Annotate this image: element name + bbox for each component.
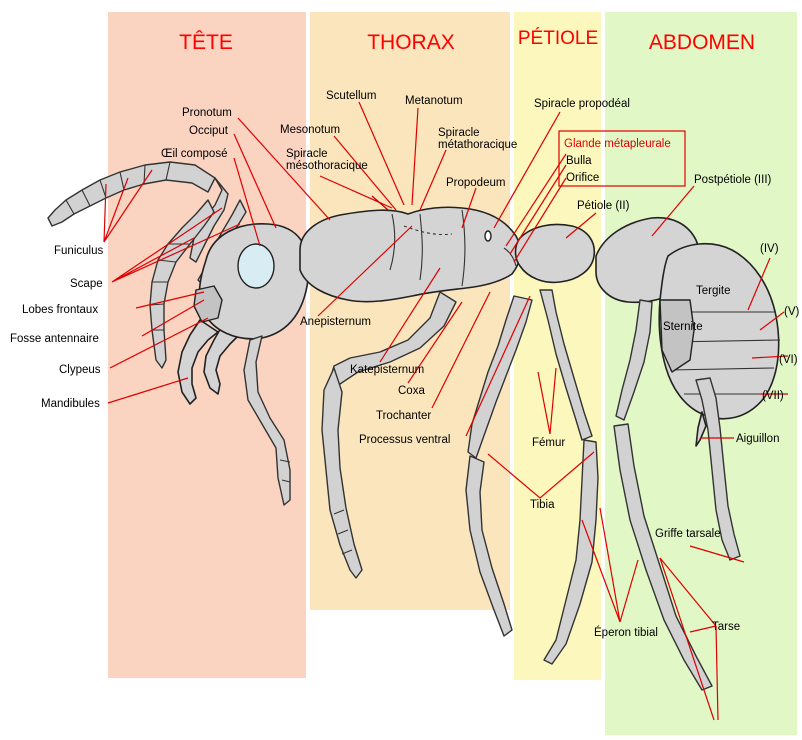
label-spiracle-meta-2: métathoracique	[438, 139, 517, 151]
label-vi: (VI)	[779, 354, 798, 366]
label-anepisternum: Anepisternum	[300, 316, 371, 328]
header-abdomen: ABDOMEN	[649, 31, 755, 54]
label-processus: Processus ventral	[359, 434, 450, 446]
label-spiracle-meso-2: mésothoracique	[286, 160, 368, 172]
label-eperon: Éperon tibial	[594, 626, 658, 639]
compound-eye	[238, 244, 274, 288]
label-vii: (VII)	[762, 390, 784, 402]
label-pronotum: Pronotum	[182, 107, 232, 119]
label-petiole-ii: Pétiole (II)	[577, 200, 630, 212]
label-sternite: Sternite	[663, 321, 703, 333]
label-trochanter: Trochanter	[376, 410, 431, 422]
label-scape: Scape	[70, 278, 103, 290]
label-scutellum: Scutellum	[326, 90, 377, 102]
header-thorax: THORAX	[367, 31, 455, 54]
label-clypeus: Clypeus	[59, 364, 101, 376]
label-bulla: Bulla	[566, 155, 592, 167]
label-oeil: Œil composé	[161, 148, 227, 160]
label-spiracle-meso-1: Spiracle	[286, 148, 328, 160]
label-tergite: Tergite	[696, 285, 731, 297]
label-spiracle-propodeal: Spiracle propodéal	[534, 98, 630, 110]
label-katepisternum: Katepisternum	[350, 364, 424, 376]
label-glande: Glande métapleurale	[564, 138, 671, 150]
label-griffe: Griffe tarsale	[655, 528, 721, 540]
label-funiculus: Funiculus	[54, 245, 103, 257]
header-tete: TÊTE	[179, 31, 233, 54]
label-mandibules: Mandibules	[41, 398, 100, 410]
label-metanotum: Metanotum	[405, 95, 463, 107]
label-tarse: Tarse	[712, 621, 740, 633]
label-orifice: Orifice	[566, 172, 599, 184]
label-postpetiole: Postpétiole (III)	[694, 174, 772, 186]
label-propodeum: Propodeum	[446, 177, 505, 189]
label-v: (V)	[784, 306, 800, 318]
label-occiput: Occiput	[189, 125, 229, 137]
label-aiguillon: Aiguillon	[736, 433, 779, 445]
label-femur: Fémur	[532, 437, 565, 449]
label-spiracle-meta-1: Spiracle	[438, 127, 480, 139]
label-mesonotum: Mesonotum	[280, 124, 340, 136]
petiole	[516, 225, 595, 283]
header-petiole: PÉTIOLE	[518, 28, 598, 49]
label-fosse: Fosse antennaire	[10, 333, 99, 345]
label-lobes: Lobes frontaux	[22, 304, 98, 316]
label-coxa: Coxa	[398, 385, 425, 397]
label-iv: (IV)	[760, 243, 779, 255]
label-tibia: Tibia	[530, 499, 555, 511]
